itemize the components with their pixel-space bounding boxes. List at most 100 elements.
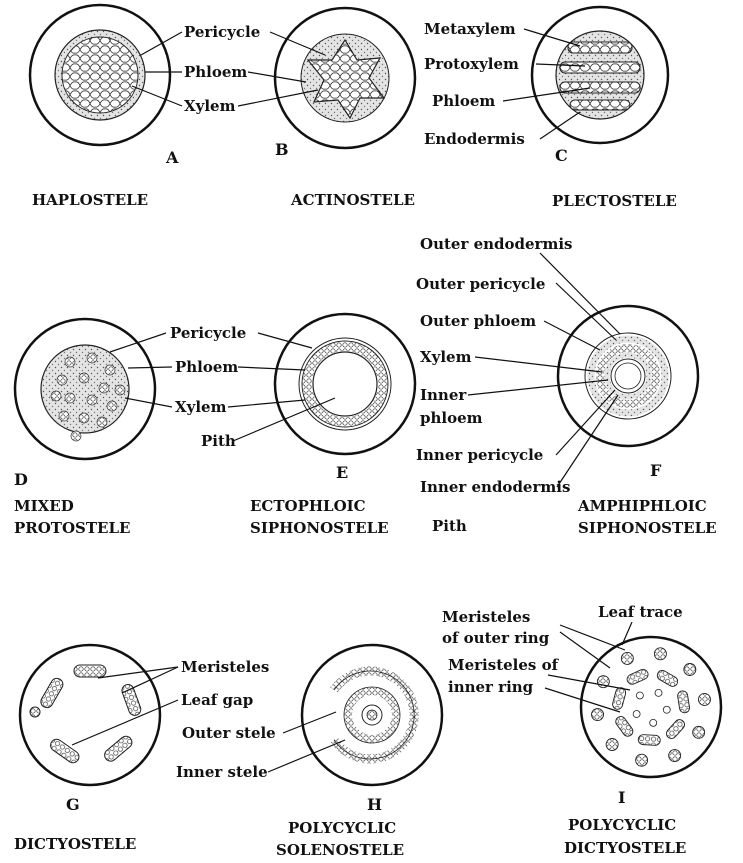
- label-pith: Pith: [201, 432, 236, 450]
- xylem-cluster: [51, 391, 61, 401]
- panel-e: E ECTOPHLOIC SIPHONOSTELE: [250, 314, 415, 537]
- innermost-strand: [367, 710, 377, 720]
- label-pith: Pith: [432, 517, 467, 535]
- meristele: [120, 683, 142, 717]
- panel-letter: H: [367, 795, 382, 814]
- label-meristeles-inner: inner ring: [448, 678, 534, 696]
- xylem-cluster: [105, 365, 115, 375]
- outer-ring-meristele: [654, 648, 666, 660]
- meristele: [39, 676, 65, 710]
- label-xylem: Xylem: [184, 97, 236, 115]
- leaf-trace-strand: [663, 706, 670, 713]
- xylem-cluster: [59, 411, 69, 421]
- xylem-cluster: [87, 353, 97, 363]
- panel-letter: E: [336, 463, 348, 482]
- panel-caption: MIXED: [14, 497, 74, 515]
- label-xylem: Xylem: [175, 398, 227, 416]
- outer-ring-meristele: [636, 754, 648, 766]
- xylem-cluster: [107, 401, 117, 411]
- label-outer-phloem: Outer phloem: [420, 312, 536, 330]
- meristele: [102, 734, 134, 764]
- outer-ring-meristele: [693, 726, 705, 738]
- labels-h: Outer stele Inner stele: [176, 712, 345, 781]
- xylem-cluster: [71, 431, 81, 441]
- inner-ring-meristele: [664, 718, 686, 741]
- panel-letter: A: [165, 148, 179, 167]
- panel-caption: AMPHIPHLOIC: [577, 497, 707, 515]
- outer-ring-meristele: [606, 739, 618, 751]
- label-outer-pericycle: Outer pericycle: [416, 275, 545, 293]
- xylem-core: [62, 37, 138, 113]
- label-metaxylem: Metaxylem: [424, 20, 516, 38]
- panel-letter: F: [650, 461, 662, 480]
- label-inner-stele: Inner stele: [176, 763, 268, 781]
- panel-b: B ACTINOSTELE: [275, 8, 415, 209]
- panel-caption: POLYCYCLIC: [288, 819, 396, 837]
- outer-ring-meristele: [684, 663, 696, 675]
- outer-ring-meristele: [698, 693, 710, 705]
- label-phloem: Phloem: [432, 92, 495, 110]
- inner-ring-meristele: [655, 669, 679, 689]
- panel-caption: SIPHONOSTELE: [250, 519, 389, 537]
- panel-letter: I: [618, 788, 625, 807]
- xylem-cluster: [97, 417, 107, 427]
- label-phloem: Phloem: [184, 63, 247, 81]
- pith: [615, 363, 641, 389]
- meristele: [74, 665, 106, 677]
- leaf-trace-strand: [655, 689, 662, 696]
- label-pericycle: Pericycle: [184, 23, 260, 41]
- panel-caption: SOLENOSTELE: [276, 841, 404, 859]
- inner-ring-meristele: [677, 690, 690, 713]
- label-meristeles-outer: of outer ring: [442, 629, 550, 647]
- pith: [313, 352, 377, 416]
- labels-ab: Pericycle Phloem Xylem: [132, 23, 325, 115]
- label-inner-pericycle: Inner pericycle: [416, 446, 543, 464]
- panel-i: I POLYCYCLIC DICTYOSTELE: [564, 637, 721, 857]
- meristeles: [39, 665, 143, 765]
- xylem-cluster: [115, 385, 125, 395]
- label-endodermis: Endodermis: [424, 130, 525, 148]
- panel-caption: SIPHONOSTELE: [578, 519, 717, 537]
- panel-caption: HAPLOSTELE: [32, 191, 148, 209]
- panel-a: A HAPLOSTELE: [30, 5, 179, 209]
- panel-letter: C: [555, 146, 568, 165]
- leaf-trace-strand: [633, 711, 640, 718]
- panel-g: G DICTYOSTELE: [14, 645, 160, 853]
- panel-letter: B: [275, 140, 289, 159]
- label-inner-endodermis: Inner endodermis: [420, 478, 570, 496]
- panel-caption: PLECTOSTELE: [552, 192, 677, 210]
- outer-ring-meristele: [592, 709, 604, 721]
- meristele: [48, 737, 81, 765]
- xylem-plate: [560, 82, 640, 93]
- label-phloem: Phloem: [175, 358, 238, 376]
- label-protoxylem: Protoxylem: [424, 55, 519, 73]
- panel-caption: PROTOSTELE: [14, 519, 130, 537]
- xylem-plate: [568, 42, 632, 53]
- panel-caption: DICTYOSTELE: [14, 835, 136, 853]
- panel-caption: POLYCYCLIC: [568, 816, 676, 834]
- xylem-cluster: [79, 373, 89, 383]
- label-leaf-gap: Leaf gap: [181, 691, 253, 709]
- panel-d: D MIXED PROTOSTELE: [14, 319, 155, 537]
- label-inner-phloem: phloem: [420, 409, 483, 427]
- leaf-trace-strand: [650, 719, 657, 726]
- xylem-cluster: [87, 395, 97, 405]
- panel-caption: DICTYOSTELE: [564, 839, 686, 857]
- label-meristeles: Meristeles: [181, 658, 269, 676]
- label-inner-phloem: Inner: [420, 386, 467, 404]
- inner-ring-meristele: [638, 734, 660, 745]
- label-xylem: Xylem: [420, 348, 472, 366]
- panel-h: H POLYCYCLIC SOLENOSTELE: [276, 645, 442, 859]
- leaf-trace-strand: [636, 692, 643, 699]
- xylem-cluster: [65, 393, 75, 403]
- xylem-plate: [560, 62, 640, 73]
- xylem-cluster: [99, 383, 109, 393]
- panel-letter: D: [14, 470, 28, 489]
- outer-ring-meristele: [621, 652, 633, 664]
- xylem-cluster: [65, 357, 75, 367]
- xylem-plate: [570, 100, 630, 110]
- outer-ring-meristele: [669, 750, 681, 762]
- label-outer-stele: Outer stele: [182, 724, 276, 742]
- leaf-trace: [30, 707, 40, 717]
